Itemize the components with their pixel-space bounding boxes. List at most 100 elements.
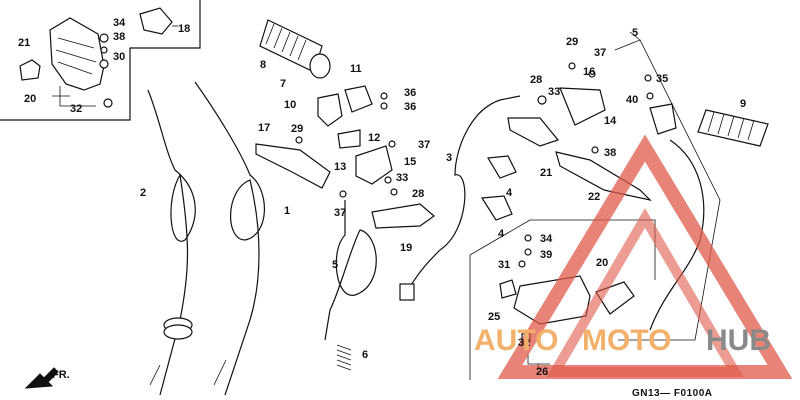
- callout-26: 25: [488, 311, 500, 323]
- screw-part: [568, 62, 576, 70]
- housing-part: [317, 93, 343, 127]
- screw-part: [295, 136, 303, 144]
- inset-frame: [0, 0, 201, 121]
- bracket-part: [559, 87, 606, 126]
- switch-housing-part: [649, 103, 677, 135]
- callout-35: 35: [656, 73, 668, 85]
- leader-5: [629, 31, 641, 41]
- boot-part: [139, 7, 173, 35]
- callout-7: 6: [362, 349, 368, 361]
- cable-6: [324, 200, 377, 341]
- lever-bracket-part: [355, 145, 393, 185]
- callout-32b: 32: [518, 337, 530, 349]
- callout-33b: 33: [548, 86, 560, 98]
- callout-34: 34: [113, 17, 126, 29]
- callout-4a: 4: [506, 187, 513, 199]
- screw-part: [380, 102, 388, 110]
- cable-ends: [149, 359, 227, 386]
- callout-11: 10: [284, 99, 296, 111]
- hand-guard-part: [49, 17, 105, 91]
- front-direction-label: FR.: [52, 369, 70, 381]
- screw-part: [537, 95, 547, 105]
- hand-grip-part: [697, 109, 769, 147]
- screw-part: [524, 248, 532, 256]
- front-direction-arrow-icon: [24, 367, 59, 389]
- throttle-pipe-part: [309, 53, 331, 79]
- spring-part: [336, 344, 352, 371]
- callout-40: 40: [626, 94, 638, 106]
- screw-part: [646, 92, 654, 100]
- screw-part: [644, 74, 652, 82]
- callout-27: 26: [536, 366, 548, 378]
- mount-part: [499, 279, 517, 299]
- callout-8: 7: [280, 78, 286, 90]
- adjuster-nut-part: [163, 324, 193, 340]
- screw-part: [518, 260, 526, 268]
- callout-17: 16: [583, 66, 595, 78]
- screw-part: [588, 70, 596, 78]
- callout-34b: 34: [540, 233, 553, 245]
- callout-36a: 36: [404, 87, 416, 99]
- cable-3: [407, 95, 521, 291]
- watermark-inner-triangle-icon: [546, 208, 744, 377]
- screw-part: [339, 190, 347, 198]
- callout-38b: 38: [604, 147, 616, 159]
- callout-9: 8: [260, 59, 266, 71]
- watermark-text-moto: MOTO: [582, 324, 671, 357]
- screw-part: [591, 146, 599, 154]
- callout-12: 11: [350, 63, 362, 75]
- callout-38a: 37: [334, 207, 346, 219]
- callout-5: 5: [632, 27, 638, 39]
- bolt-part: [99, 33, 109, 43]
- diagram-code: GN13— F0100A: [632, 388, 712, 399]
- callout-2: 2: [140, 187, 146, 199]
- cable-2: [147, 89, 196, 396]
- callout-15: 14: [604, 115, 617, 127]
- housing-lower-part: [337, 129, 361, 149]
- callout-22: 21: [540, 167, 552, 179]
- lever-cover-part: [371, 203, 435, 229]
- callout-36b: 36: [404, 101, 416, 113]
- callout-31: 31: [498, 259, 510, 271]
- leader-24: [52, 86, 96, 107]
- callout-16: 15: [404, 156, 416, 168]
- collar-part: [103, 98, 113, 108]
- callout-24: 20: [24, 93, 36, 105]
- callout-29b: 29: [566, 36, 578, 48]
- guard-clip-part: [19, 59, 41, 81]
- callout-19: 18: [178, 23, 190, 35]
- washer-part: [100, 46, 108, 54]
- screw-part: [384, 176, 392, 184]
- hand-grip-ribs: [707, 111, 755, 141]
- callout-4b: 4: [498, 228, 505, 240]
- screw-part: [388, 140, 396, 148]
- callout-20: 19: [400, 242, 412, 254]
- callout-28b: 28: [530, 74, 542, 86]
- callout-39b: 39: [540, 249, 552, 261]
- watermark-text-hub: HUB: [706, 324, 771, 357]
- callout-23: 22: [588, 191, 600, 203]
- cable-end-part: [399, 283, 415, 301]
- nut-part: [99, 59, 109, 69]
- callout-6: 5: [332, 259, 338, 271]
- housing-upper-part: [344, 85, 373, 113]
- callout-37a: 37: [418, 139, 430, 151]
- frame-5: [614, 39, 721, 341]
- callout-10: 9: [740, 98, 746, 110]
- callout-3: 3: [446, 152, 452, 164]
- callout-1: 1: [284, 205, 290, 217]
- callout-32: 32: [70, 103, 82, 115]
- screw-part: [390, 188, 398, 196]
- lever-holder-part: [480, 195, 513, 221]
- screw-part: [380, 92, 388, 100]
- hand-guard-ribs: [55, 37, 97, 75]
- callout-25: 21: [18, 37, 30, 49]
- callout-33a: 33: [396, 172, 408, 184]
- callout-37b: 37: [594, 47, 606, 59]
- callout-39: 38: [113, 31, 125, 43]
- callout-21: 20: [596, 257, 608, 269]
- watermark-text-auto: AUTO: [474, 324, 558, 357]
- grip-ribs: [265, 23, 307, 61]
